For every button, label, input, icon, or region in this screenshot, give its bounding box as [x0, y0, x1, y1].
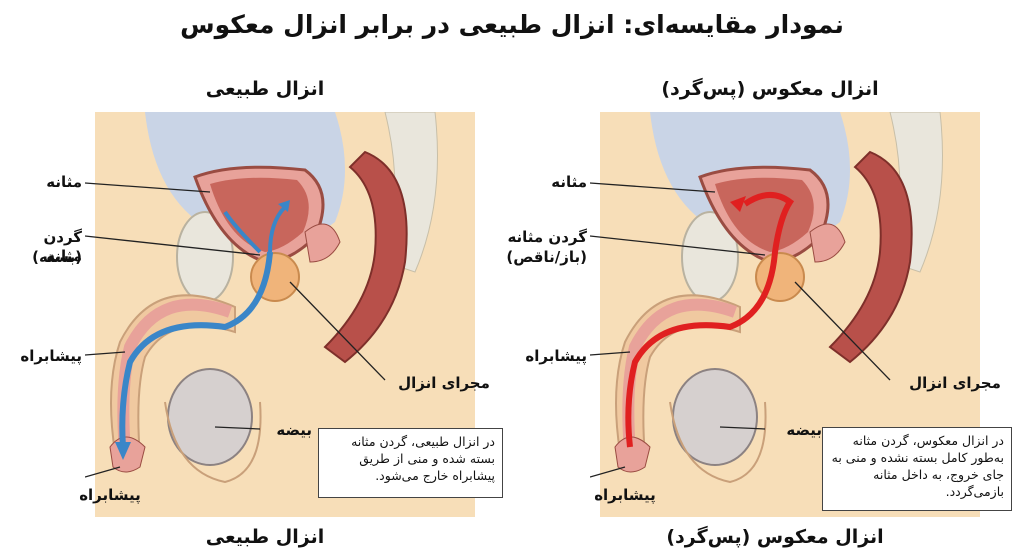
left-anatomy-illustration	[85, 112, 475, 517]
right-panel-footer: انزال معکوس (پس‌گرد)	[666, 526, 884, 548]
semen-flow-arrow	[119, 251, 273, 448]
left-label-testis: بیضه	[276, 421, 312, 439]
right-label-testis: بیضه	[786, 421, 822, 439]
left-label-bladder-neck-state: (بسته)	[32, 248, 82, 266]
right-label-urethra: پیشابراه	[525, 347, 587, 365]
right-label-ejaculatory-duct: مجرای انزال	[909, 374, 1001, 392]
right-label-urethra-tip: پیشابراه	[594, 486, 656, 504]
right-label-bladder-neck: گردن مثانه	[507, 228, 587, 246]
left-note-box: در انزال طبیعی، گردن مثانه بسته شده و من…	[318, 428, 503, 498]
page-title: نمودار مقایسه‌ای: انزال طبیعی در برابر ا…	[180, 10, 844, 39]
retrograde-flow-arrow	[625, 192, 795, 448]
left-label-urethra: پیشابراه	[20, 347, 82, 365]
right-panel-header: انزال معکوس (پس‌گرد)	[661, 78, 879, 100]
left-panel-footer: انزال طبیعی	[205, 526, 325, 548]
right-label-bladder-neck-state: (باز/ناقص)	[506, 248, 587, 266]
left-label-ejaculatory-duct: مجرای انزال	[398, 374, 490, 392]
left-label-bladder: مثانه	[46, 173, 82, 191]
left-label-urethra-tip: پیشابراه	[79, 486, 141, 504]
right-anatomy-illustration	[590, 112, 980, 517]
left-panel-header: انزال طبیعی	[205, 78, 325, 100]
left-label-bladder-neck: گردن مثانه	[43, 228, 82, 265]
right-label-bladder: مثانه	[551, 173, 587, 191]
right-note-box: در انزال معکوس، گردن مثانه به‌طور کامل ب…	[822, 427, 1012, 511]
